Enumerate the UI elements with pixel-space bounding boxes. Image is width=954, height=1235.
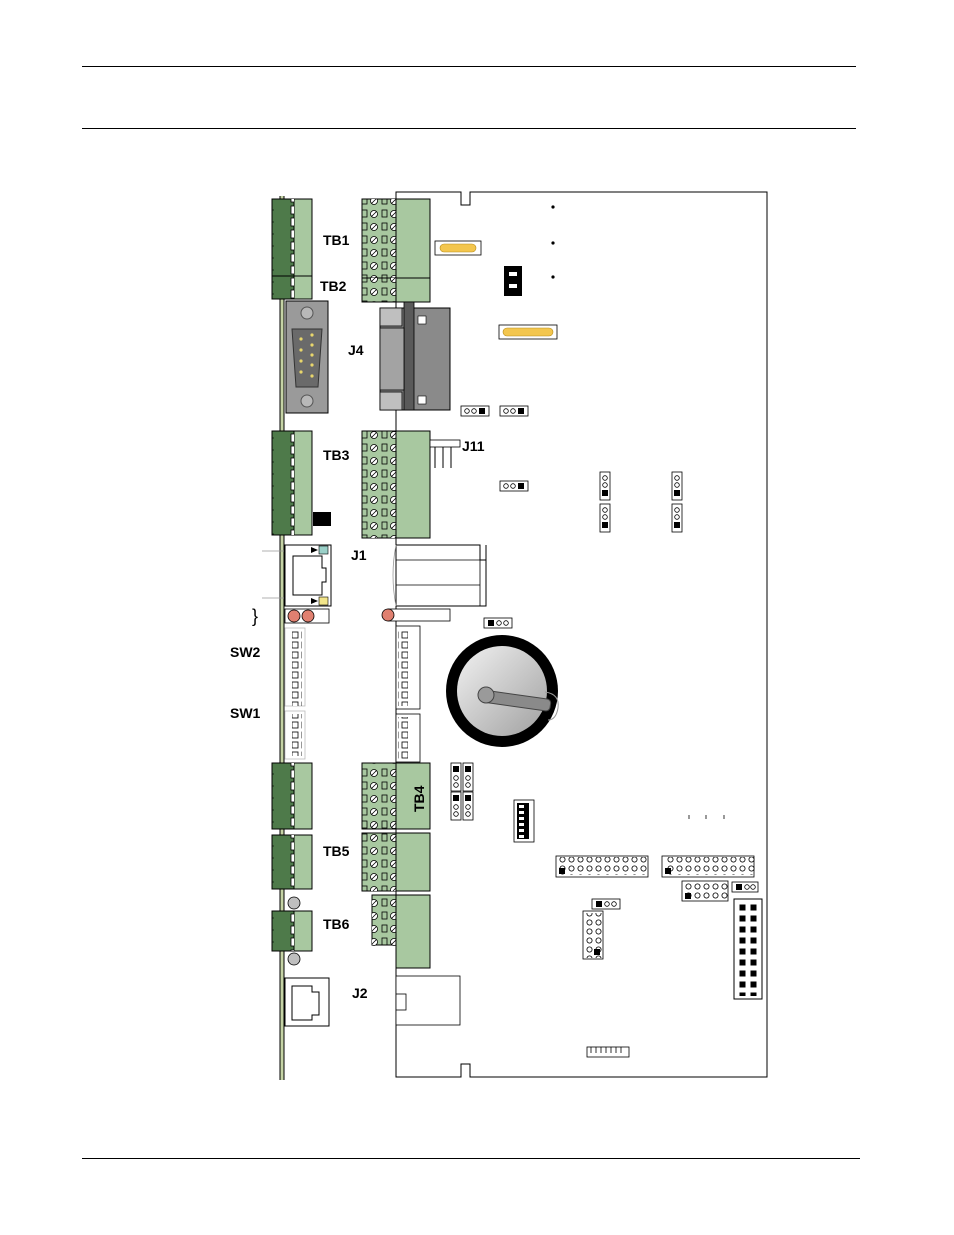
- tb3-header: [362, 431, 430, 538]
- sw2-board-body: [396, 626, 420, 709]
- tb1-plug: [272, 199, 312, 299]
- tb6-plug: [272, 897, 312, 965]
- label-sw1: SW1: [230, 705, 261, 721]
- label-tb6: TB6: [323, 916, 350, 932]
- bottom-connector: [587, 1047, 629, 1057]
- tb2-header: [362, 278, 430, 302]
- label-j4: J4: [348, 342, 364, 358]
- brace-glyph: }: [252, 606, 258, 626]
- tb4-plug: [272, 763, 312, 829]
- board-outline: [396, 192, 767, 1077]
- header-2x5: [682, 881, 729, 901]
- tb5-header: [362, 833, 430, 891]
- sw1-board-body: [396, 714, 420, 762]
- label-j1: J1: [351, 547, 367, 563]
- tb1-header: [362, 199, 430, 278]
- coin-cell-battery: [446, 635, 558, 747]
- label-j11: J11: [462, 438, 485, 454]
- tb5-plug: [272, 835, 312, 889]
- j4-board-shell: [380, 302, 450, 410]
- label-tb2: TB2: [320, 278, 347, 294]
- j1-rj45-jack: [262, 545, 331, 606]
- header-2x8-large: [734, 899, 762, 999]
- label-tb5: TB5: [323, 843, 350, 859]
- sw1-dip-switch: [285, 711, 305, 759]
- label-sw2: SW2: [230, 644, 261, 660]
- fuse-large: [499, 325, 557, 339]
- label-tb3: TB3: [323, 447, 350, 463]
- header-2x10-left: [556, 856, 649, 877]
- j1-board-body: [393, 545, 486, 606]
- fuse-small: [435, 241, 481, 255]
- j2-board-body: [396, 976, 460, 1025]
- header-2x10-right: [662, 856, 755, 877]
- tb6-header: [372, 895, 430, 968]
- board-dip-switch: [514, 800, 534, 842]
- board-led: [382, 609, 450, 621]
- label-tb4: TB4: [411, 785, 427, 812]
- sw2-dip-switch: [285, 628, 305, 706]
- status-leds: }: [252, 606, 329, 626]
- j2-rj-jack: [285, 978, 329, 1026]
- label-tb1: TB1: [323, 232, 350, 248]
- j4-db9-connector: [286, 301, 328, 413]
- label-j2: J2: [352, 985, 368, 1001]
- black-connector: [504, 266, 522, 296]
- header-2x4-vertical: [583, 911, 603, 959]
